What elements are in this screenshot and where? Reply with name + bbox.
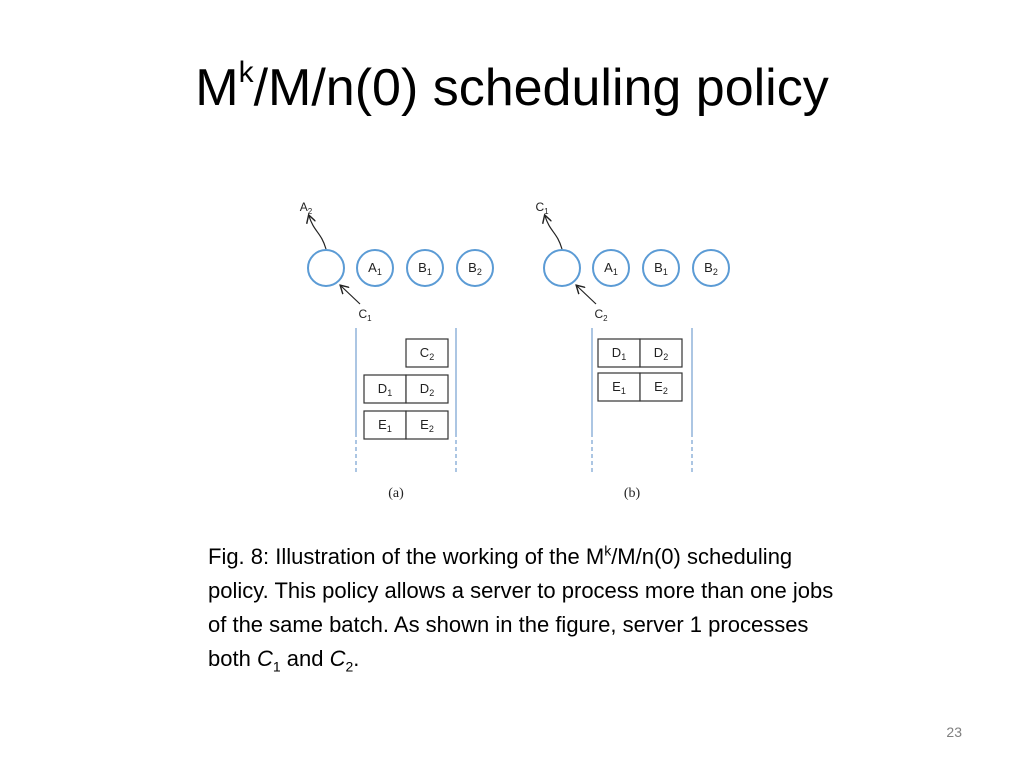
panel-a-empty-slot bbox=[307, 249, 345, 287]
panel-b-queue-job bbox=[592, 249, 630, 287]
panel-b-queue-job-label: B2 bbox=[704, 260, 718, 277]
panel-a-server-job bbox=[363, 410, 407, 440]
panel-b-queue-job-label: B1 bbox=[654, 260, 668, 277]
panel-b-server-job bbox=[597, 372, 641, 402]
panel-a-server-job-label: E1 bbox=[378, 417, 392, 434]
panel-a-server-job bbox=[405, 374, 449, 404]
panel-b-server-job bbox=[639, 372, 683, 402]
caption-and: and bbox=[280, 646, 330, 671]
panel-a-server-job-label: C2 bbox=[420, 345, 434, 362]
title-main: M bbox=[195, 59, 239, 117]
caption-var1-sub: 1 bbox=[272, 658, 281, 675]
panel-a-arrow-out-label: A2 bbox=[300, 200, 313, 216]
title-superscript: k bbox=[238, 56, 254, 89]
panel-b-server-job bbox=[597, 338, 641, 368]
figure-caption: Fig. 8: Illustration of the working of t… bbox=[208, 540, 848, 676]
title-rest: /M/n(0) scheduling policy bbox=[253, 59, 829, 117]
panel-b-queue-job-label: A1 bbox=[604, 260, 618, 277]
panel-a-caption: (a) bbox=[388, 486, 404, 501]
caption-part2: /M/n(0) scheduling policy. This policy a… bbox=[208, 544, 834, 671]
panel-a-queue-job-label: B1 bbox=[418, 260, 432, 277]
caption-var2: C bbox=[329, 646, 346, 671]
panel-a-arrow-in-label: C1 bbox=[358, 307, 372, 323]
panel-a-server-job-label: D1 bbox=[378, 381, 392, 398]
panel-b-arrow-out-label: C1 bbox=[535, 200, 549, 216]
panel-a-queue-job-label: A1 bbox=[368, 260, 382, 277]
panel-b-arrow-in-label: C2 bbox=[594, 307, 608, 323]
panel-a-server-job-label: D2 bbox=[420, 381, 434, 398]
slide-number: 23 bbox=[946, 724, 962, 740]
panel-b-queue-job bbox=[692, 249, 730, 287]
panel-a-queue-job bbox=[406, 249, 444, 287]
panel-a-server-job-label: E2 bbox=[420, 417, 434, 434]
caption-var1: C bbox=[256, 646, 273, 671]
caption-superscript: k bbox=[604, 542, 612, 559]
panel-b-queue-job bbox=[642, 249, 680, 287]
panel-a-arrow-out bbox=[309, 216, 327, 250]
panel-b-server-job-label: E1 bbox=[612, 379, 626, 396]
panel-b-arrow-in bbox=[577, 286, 597, 305]
panel-b-empty-slot bbox=[543, 249, 581, 287]
panel-b-arrow-out bbox=[545, 216, 563, 250]
panel-a-queue-job-label: B2 bbox=[468, 260, 482, 277]
panel-a-arrow-in bbox=[341, 286, 361, 305]
caption-var2-sub: 2 bbox=[345, 658, 354, 675]
slide-title: Mk/M/n(0) scheduling policy bbox=[0, 58, 1024, 117]
caption-end: . bbox=[353, 646, 360, 671]
panel-b-server-job-label: D2 bbox=[654, 345, 668, 362]
caption-part1: Fig. 8: Illustration of the working of t… bbox=[208, 544, 605, 569]
panel-b-caption: (b) bbox=[624, 486, 641, 501]
panel-a-server-job bbox=[405, 410, 449, 440]
panel-b-server-job-label: D1 bbox=[612, 345, 626, 362]
panel-a-queue-job bbox=[456, 249, 494, 287]
panel-b-server-job-label: E2 bbox=[654, 379, 668, 396]
panel-a-queue-job bbox=[356, 249, 394, 287]
panel-a-server-job bbox=[363, 374, 407, 404]
panel-b-server-job bbox=[639, 338, 683, 368]
panel-a-server-job bbox=[405, 338, 449, 368]
